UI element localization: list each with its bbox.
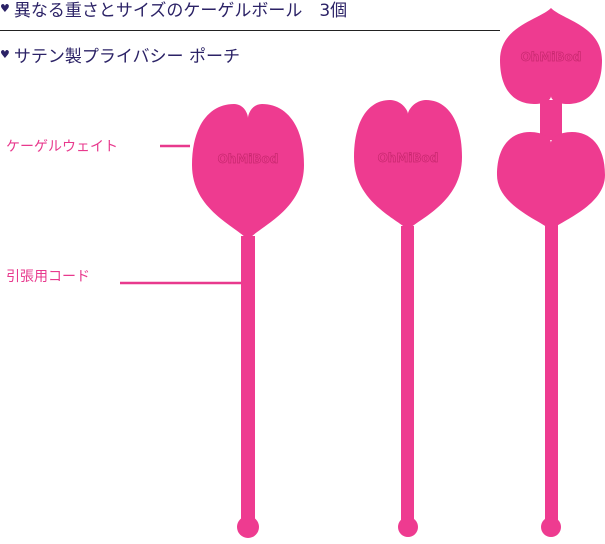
kegel-ball-double: OhMiBod [497,8,605,537]
brand-logo: OhMiBod [521,50,582,64]
heart-bullet-icon: ♥ [0,2,10,15]
feature-item-pouch: ♥ サテン製プライバシー ポーチ [0,42,240,67]
brand-logo: OhMiBod [218,152,279,166]
feature-text: 異なる重さとサイズのケーゲルボール 3個 [13,1,348,21]
header-divider [0,30,500,31]
kegel-ball-large: OhMiBod [192,104,304,538]
heart-bullet-icon: ♥ [0,48,10,61]
callout-kegel-weight: ケーゲルウェイト [6,139,118,155]
brand-logo: OhMiBod [378,151,439,165]
feature-item-balls: ♥ 異なる重さとサイズのケーゲルボール 3個 [0,0,347,21]
kegel-ball-medium: OhMiBod [354,100,462,537]
feature-text: サテン製プライバシー ポーチ [13,47,240,67]
callout-pull-cord: 引張用コード [6,269,90,285]
